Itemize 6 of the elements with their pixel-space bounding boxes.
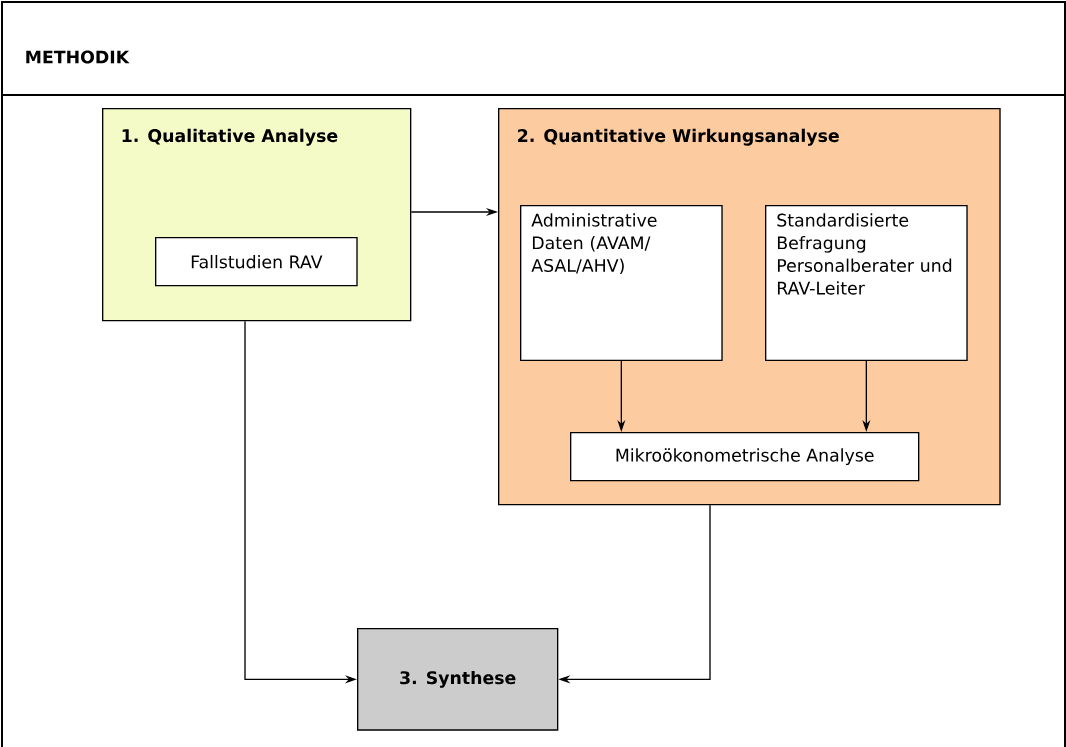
data-box: Standardisierte Befragung Personalberater und RAV-Leiter: [765, 205, 968, 361]
synthesis-box: 3. Synthese: [357, 628, 559, 731]
process-box: Mikroökonometrische Analyse: [570, 432, 920, 482]
process-box: Fallstudien RAV: [155, 237, 358, 287]
data-box: Administrative Daten (AVAM/ ASAL/AHV): [520, 205, 723, 361]
frame-title: METHODIK: [26, 50, 130, 64]
